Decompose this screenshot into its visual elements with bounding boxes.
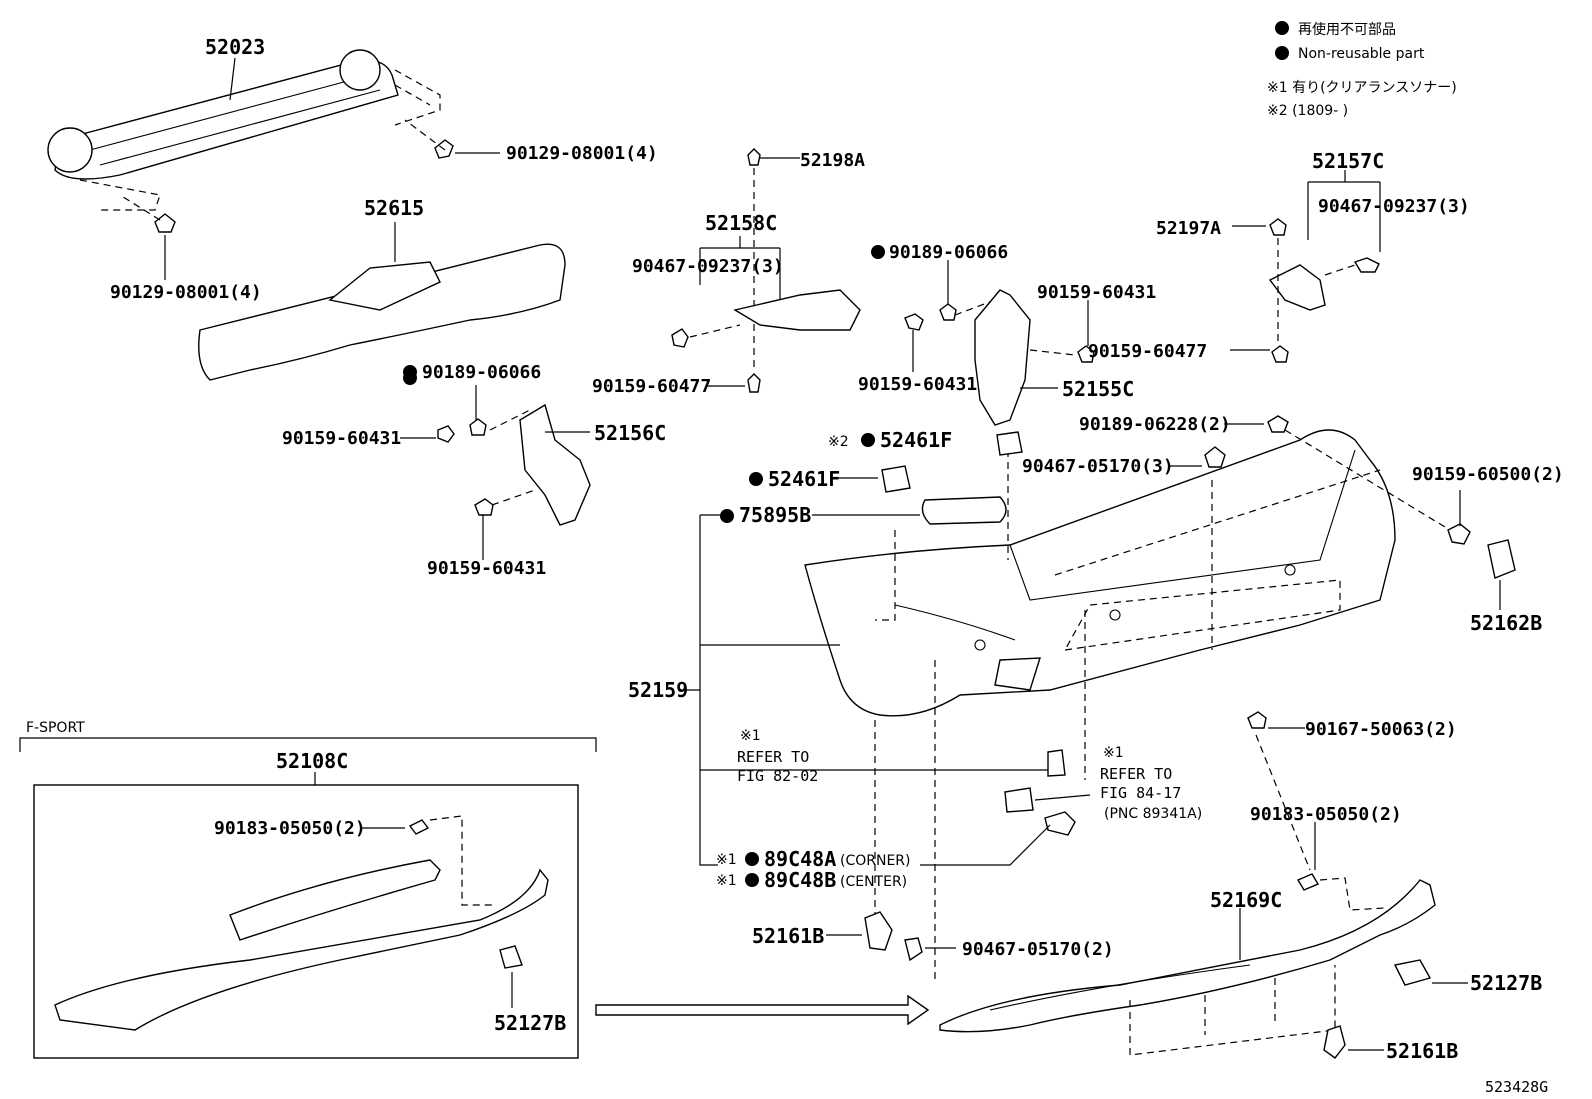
label-52162B: 52162B [1470, 611, 1542, 635]
label-52169C: 52169C [1210, 888, 1282, 912]
replacement-arrow-icon [595, 994, 930, 1026]
figure-number: 523428G [1485, 1078, 1548, 1096]
label-52157C: 52157C [1312, 149, 1384, 173]
ref2-mark: ※1 [1103, 745, 1124, 761]
legend-note2: ※2 (1809- ) [1267, 103, 1348, 119]
label-90159-60431-b: 90159-60431 [427, 558, 546, 579]
legend-note1: ※1 有り(クリアランスソナー) [1267, 80, 1457, 96]
label-90159-60431-c: 90159-60431 [1037, 282, 1156, 303]
label-52461F-a: 52461F [880, 428, 952, 452]
label-52461F-b: 52461F [768, 467, 840, 491]
label-89C48B: 89C48B [764, 868, 836, 892]
label-89C48A-sub: (CORNER) [840, 853, 911, 869]
non-reusable-dot-icon [871, 245, 885, 259]
energy-absorber [198, 222, 566, 381]
89C48B-mark: ※1 [716, 873, 737, 889]
left-side-bracket [400, 371, 591, 560]
label-90159-60500: 90159-60500(2) [1412, 464, 1564, 485]
label-52615: 52615 [364, 196, 424, 220]
non-reusable-dot-icon [749, 472, 763, 486]
f-sport-inset [19, 737, 597, 1059]
center-left-bracket [671, 148, 861, 393]
label-90189-06228: 90189-06228(2) [1079, 414, 1231, 435]
label-90159-60431-d: 90159-60431 [858, 374, 977, 395]
ref2-line2: FIG 84-17 [1100, 784, 1181, 802]
non-reusable-dot-icon [403, 365, 417, 379]
label-90159-60431-a: 90159-60431 [282, 428, 401, 449]
label-90467-05170-a: 90467-05170(3) [1022, 456, 1174, 477]
label-90183-a: 90183-05050(2) [214, 818, 366, 839]
label-90467-09237-a: 90467-09237(3) [632, 256, 784, 277]
89C48A-mark: ※1 [716, 852, 737, 868]
non-reusable-dot-icon [745, 852, 759, 866]
ref1-line1: REFER TO [737, 748, 809, 766]
non-reusable-dot-icon [720, 509, 734, 523]
label-52155C: 52155C [1062, 377, 1134, 401]
f-sport-label: F-SPORT [26, 720, 85, 736]
center-right-bracket [904, 260, 1095, 426]
label-90129-a: 90129-08001(4) [506, 143, 658, 164]
label-89C48B-sub: (CENTER) [840, 874, 907, 890]
ref1-line2: FIG 82-02 [737, 767, 818, 785]
rear-bumper-cover [686, 415, 1516, 866]
ref2-line3: (PNC 89341A) [1104, 806, 1202, 822]
label-52127B-a: 52127B [494, 1011, 566, 1035]
label-90159-60477-a: 90159-60477 [592, 376, 711, 397]
label-52156C: 52156C [594, 421, 666, 445]
non-reusable-dot-icon [745, 873, 759, 887]
label-90159-60477-b: 90159-60477 [1088, 341, 1207, 362]
ref1-mark: ※1 [740, 728, 761, 744]
label-90167: 90167-50063(2) [1305, 719, 1457, 740]
note2-mark: ※2 [828, 434, 849, 450]
label-90183-b: 90183-05050(2) [1250, 804, 1402, 825]
bolt-icon [154, 213, 176, 233]
label-52161B-a: 52161B [752, 924, 824, 948]
label-52108C: 52108C [276, 749, 348, 773]
label-52198A: 52198A [800, 150, 865, 171]
rear-bumper-reinforcement [47, 49, 500, 280]
label-75895B: 75895B [739, 503, 811, 527]
non-reusable-dot-icon [1275, 46, 1289, 60]
label-90467-05170-b: 90467-05170(2) [962, 939, 1114, 960]
label-52161B-b: 52161B [1386, 1039, 1458, 1063]
non-reusable-dot-icon [1275, 21, 1289, 35]
rear-lower-spoiler [939, 711, 1468, 1059]
legend-en: Non-reusable part [1298, 46, 1425, 62]
right-side-bracket [1230, 170, 1381, 363]
label-52159: 52159 [628, 678, 688, 702]
label-89C48A: 89C48A [764, 847, 836, 871]
legend-jp: 再使用不可部品 [1298, 21, 1396, 38]
label-90129-b: 90129-08001(4) [110, 282, 262, 303]
label-90189-06066-a: 90189-06066 [422, 362, 541, 383]
sonar-sensor-parts [826, 610, 1091, 980]
label-52023: 52023 [205, 35, 265, 59]
ref2-line1: REFER TO [1100, 765, 1172, 783]
label-52158C: 52158C [705, 211, 777, 235]
non-reusable-dot-icon [861, 433, 875, 447]
label-90467-09237-b: 90467-09237(3) [1318, 196, 1470, 217]
label-52127B-b: 52127B [1470, 971, 1542, 995]
label-52197A: 52197A [1156, 218, 1221, 239]
label-90189-06066-b: 90189-06066 [889, 242, 1008, 263]
legend: 再使用不可部品 Non-reusable part ※1 有り(クリアランスソナ… [1267, 21, 1457, 119]
